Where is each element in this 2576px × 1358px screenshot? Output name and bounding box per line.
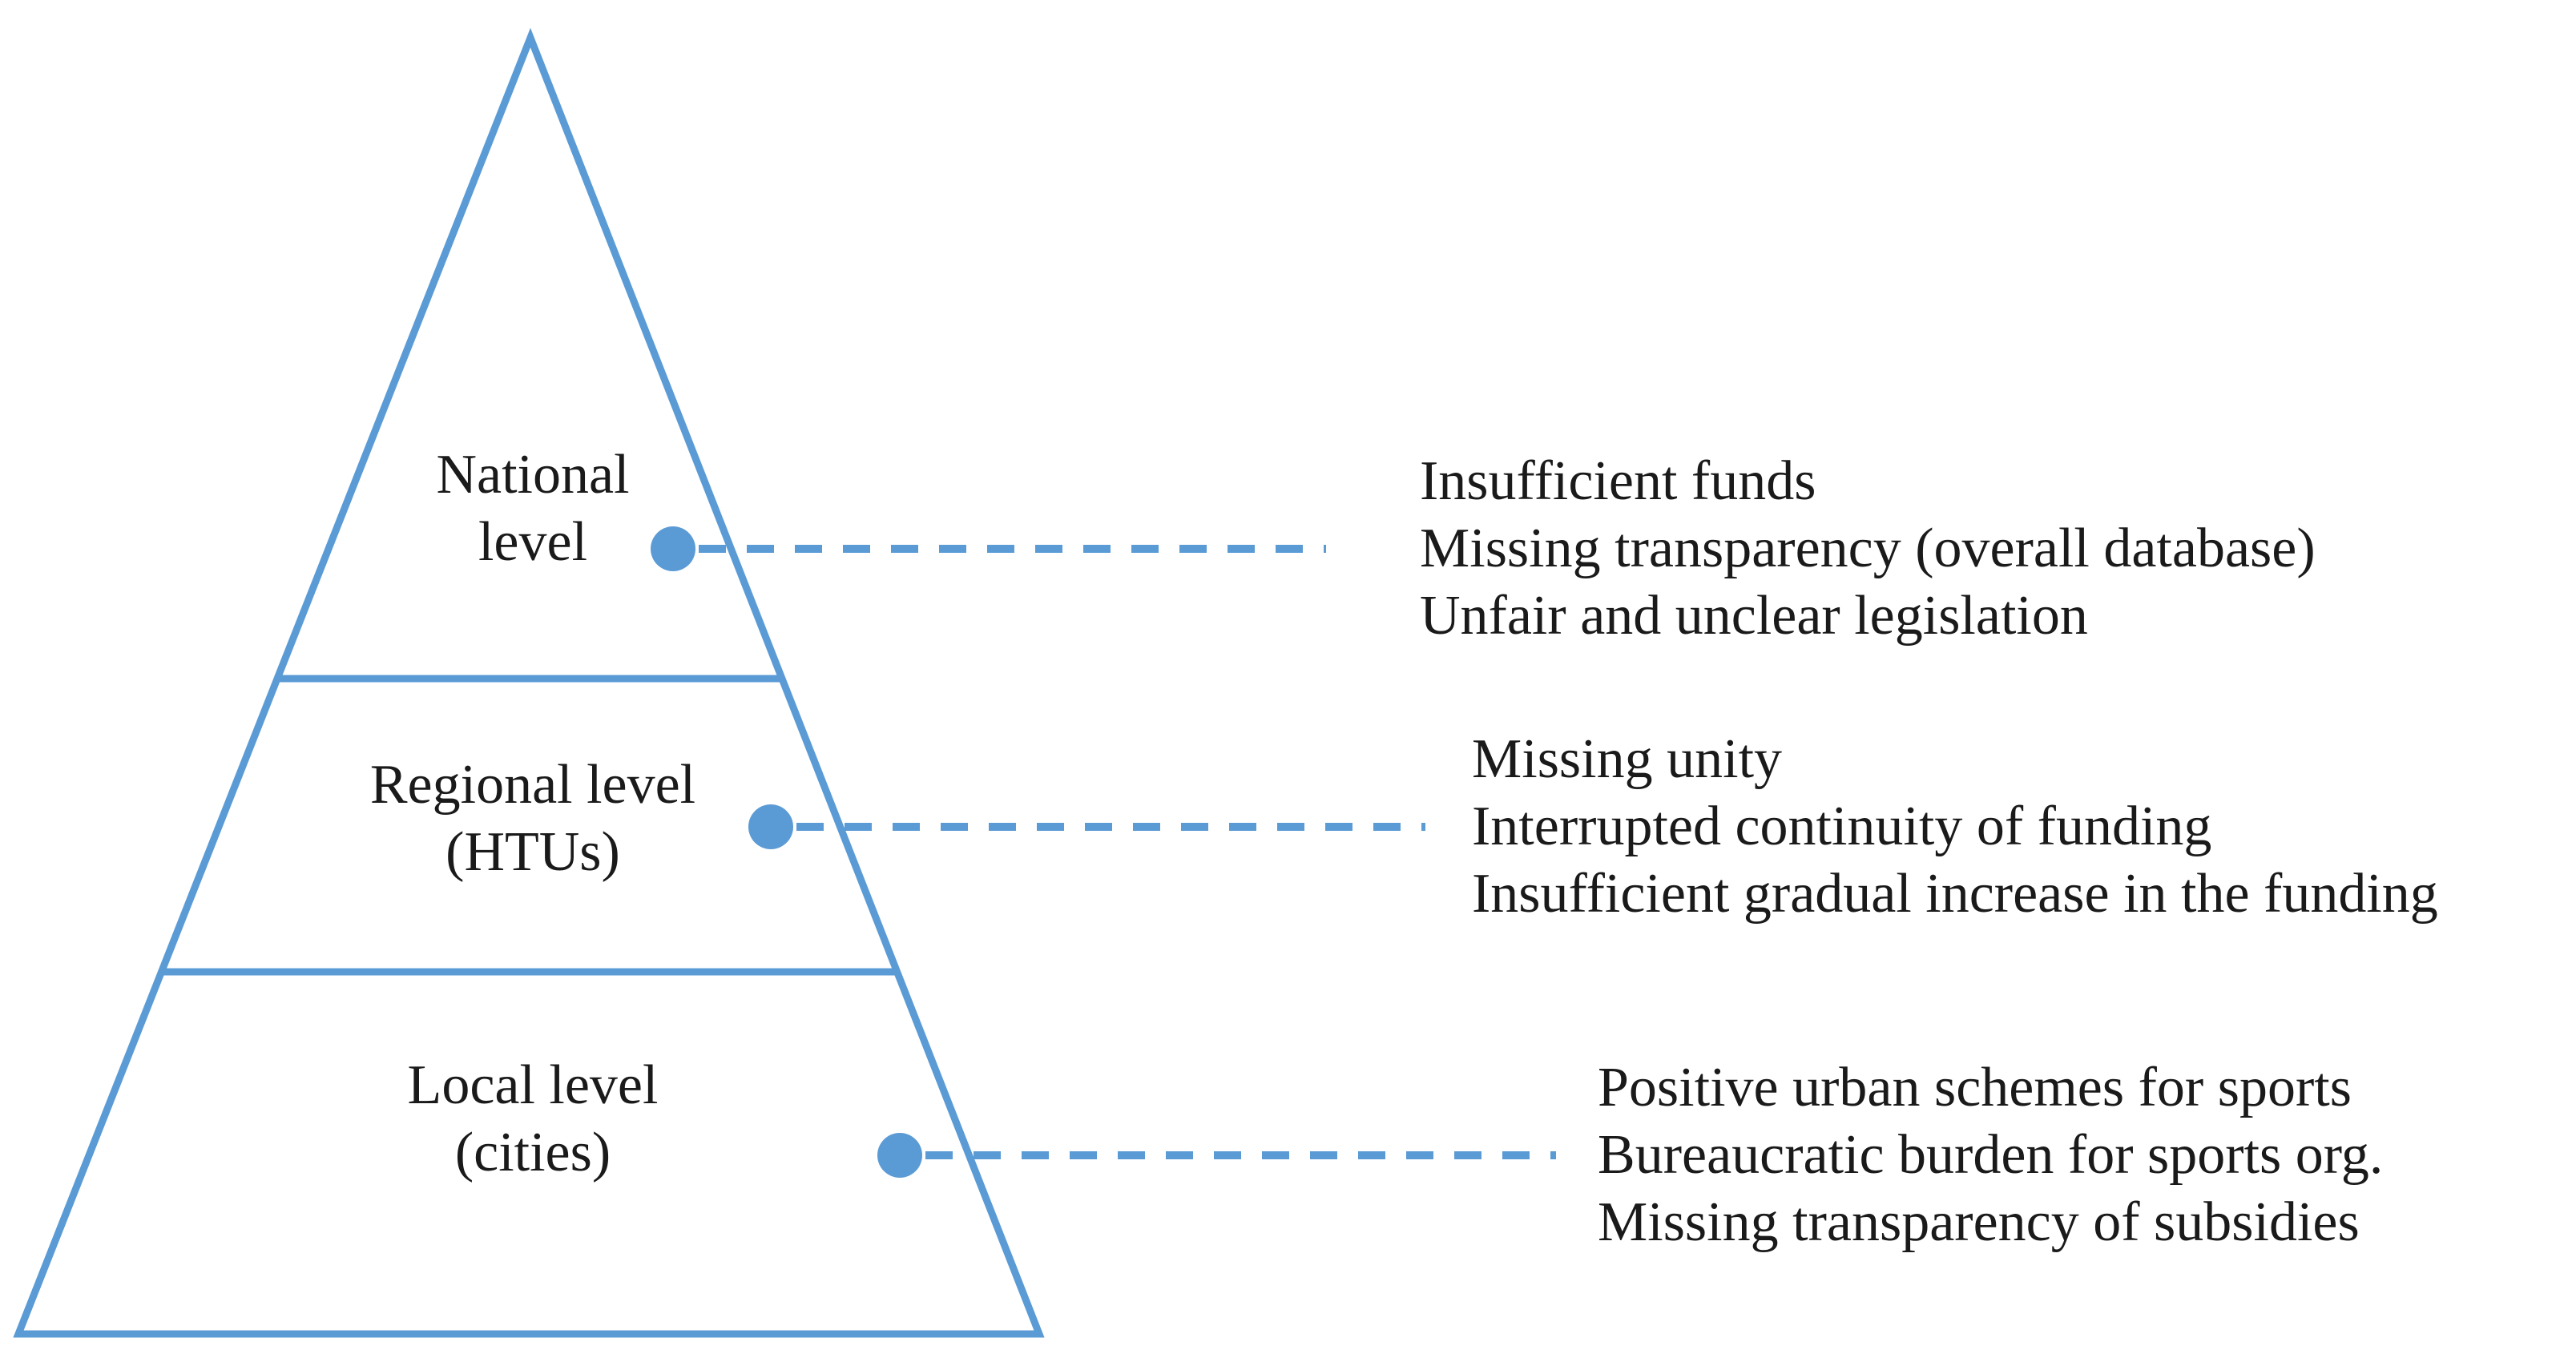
level-label-local-line2: (cities): [454, 1122, 611, 1183]
level-label-regional-line2: (HTUs): [445, 821, 620, 883]
annotation-regional: Missing unity Interrupted continuity of …: [1472, 726, 2438, 928]
level-label-local: Local level (cities): [408, 1052, 659, 1187]
annotation-regional-line2: Interrupted continuity of funding: [1472, 796, 2212, 857]
annotation-local-line1: Positive urban schemes for sports: [1598, 1057, 2352, 1118]
level-label-national-line1: National: [436, 444, 630, 506]
annotation-national-line2: Missing transparency (overall database): [1420, 518, 2316, 579]
annotation-national: Insufficient funds Missing transparency …: [1420, 448, 2316, 650]
connector-dot-national-icon: [651, 526, 695, 571]
annotation-regional-line1: Missing unity: [1472, 728, 1783, 790]
annotation-regional-line3: Insufficient gradual increase in the fun…: [1472, 863, 2438, 925]
level-label-national-line2: level: [478, 511, 588, 573]
level-label-national: National level: [436, 441, 629, 576]
level-label-local-line1: Local level: [407, 1054, 659, 1116]
annotation-national-line3: Unfair and unclear legislation: [1420, 585, 2088, 647]
annotation-local-line2: Bureaucratic burden for sports org.: [1598, 1124, 2384, 1186]
annotation-local-line3: Missing transparency of subsidies: [1598, 1191, 2360, 1253]
annotation-local: Positive urban schemes for sports Bureau…: [1598, 1054, 2383, 1256]
annotation-national-line1: Insufficient funds: [1420, 450, 1816, 512]
connector-dot-regional-icon: [748, 804, 793, 849]
connector-dot-local-icon: [877, 1133, 922, 1178]
pyramid-outline: [13, 27, 1045, 1338]
level-label-regional-line1: Regional level: [369, 754, 696, 816]
level-label-regional: Regional level (HTUs): [370, 752, 695, 886]
